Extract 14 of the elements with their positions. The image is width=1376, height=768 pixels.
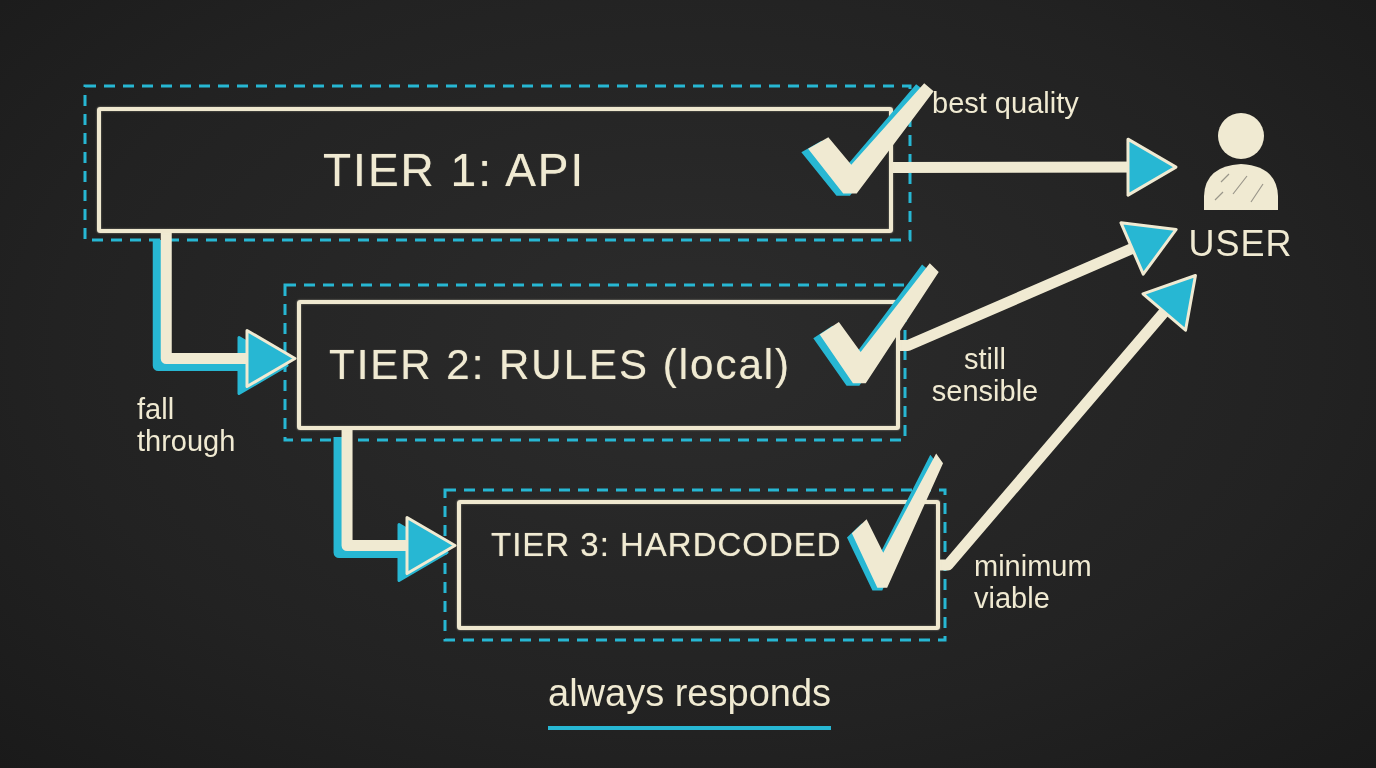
- actor-label: USER: [1188, 224, 1293, 264]
- edge-label: minimum viable: [974, 551, 1093, 615]
- arrow: [893, 137, 1178, 197]
- edge-label: best quality: [932, 88, 1080, 120]
- underlined-note: always responds: [548, 672, 832, 730]
- arrow: [940, 274, 1197, 571]
- arrow: [341, 430, 457, 575]
- arrow: [900, 221, 1178, 351]
- edge-label: still sensible: [930, 344, 1040, 408]
- edge-label: fall through: [137, 394, 237, 458]
- arrow: [160, 233, 297, 388]
- tier-label: TIER 3: HARDCODED: [491, 526, 842, 564]
- tier-label: TIER 2: RULES (local): [329, 340, 792, 390]
- tier-label: TIER 1: API: [323, 143, 586, 197]
